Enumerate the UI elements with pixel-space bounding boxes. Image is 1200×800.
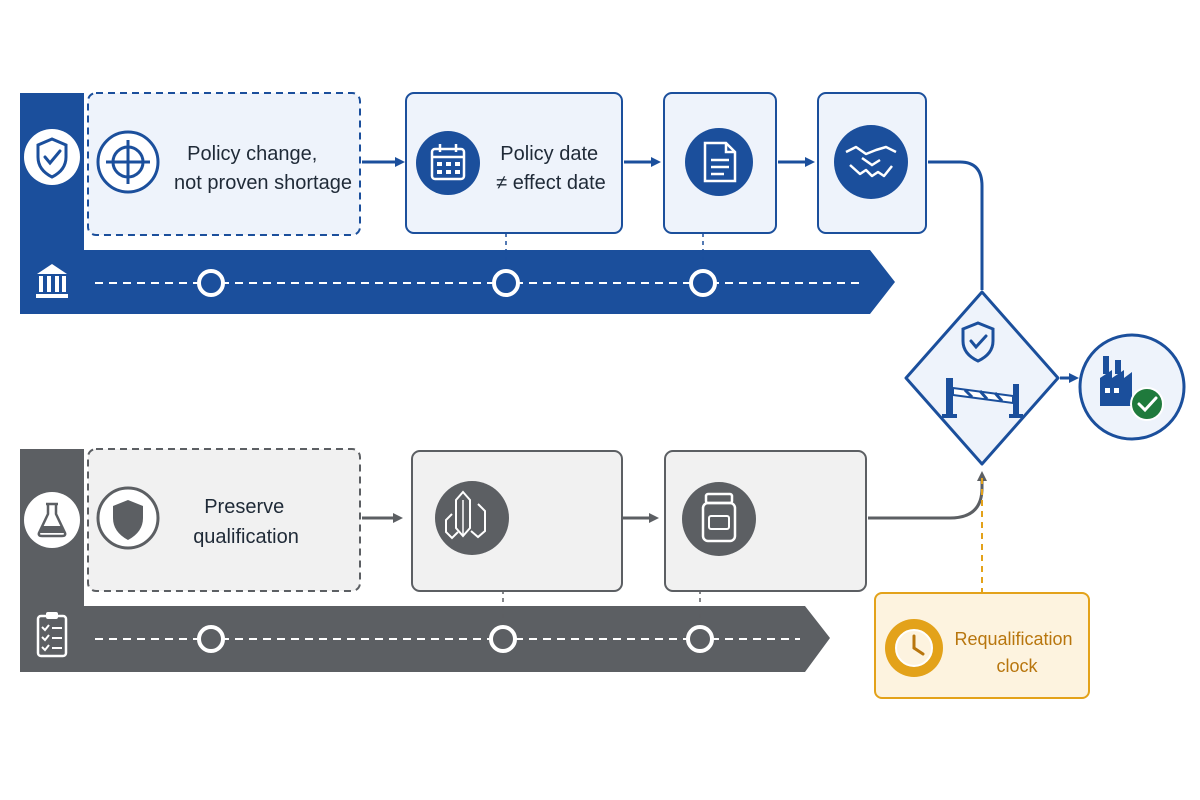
policy-lane-band xyxy=(20,93,895,314)
institution-icon xyxy=(36,264,68,298)
policy-lane: Policy change, not proven shortage xyxy=(20,92,984,314)
calendar-icon xyxy=(416,131,480,195)
policy-step-3-card xyxy=(663,92,777,234)
qualification-lane: Preserve qualification xyxy=(20,448,987,672)
shield-barrier-gate-icon xyxy=(942,321,1023,418)
flow-arrow xyxy=(928,160,984,290)
requalification-label: Requalification clock xyxy=(954,629,1077,676)
factory-check-icon xyxy=(1100,356,1164,421)
requalification-clock-card: Requalification clock xyxy=(874,592,1090,699)
clock-icon xyxy=(885,619,943,677)
timeline-node xyxy=(197,269,225,297)
clipboard-checklist-icon xyxy=(36,612,68,658)
crystal-icon xyxy=(435,481,509,555)
qualification-step-3-card xyxy=(664,450,867,592)
handshake-icon xyxy=(834,125,908,199)
policy-step-4-card xyxy=(817,92,927,234)
target-icon xyxy=(96,130,160,194)
document-icon xyxy=(685,128,753,196)
policy-step-2-card: Policy date ≠ effect date xyxy=(405,92,623,234)
jar-icon xyxy=(682,482,756,556)
flow-arrow xyxy=(868,471,987,520)
gate-diamond xyxy=(904,290,1060,466)
flask-icon xyxy=(24,492,80,548)
policy-step-2-label: Policy date ≠ effect date xyxy=(496,143,606,194)
timeline-node xyxy=(689,269,717,297)
timeline-node xyxy=(686,625,714,653)
policy-step-1-card: Policy change, not proven shortage xyxy=(87,92,361,236)
qualification-step-2-card xyxy=(411,450,623,592)
timeline-node xyxy=(492,269,520,297)
outcome-circle xyxy=(1078,333,1186,441)
qualification-step-1-card: Preserve qualification xyxy=(87,448,361,592)
qualification-lane-band xyxy=(20,449,830,672)
policy-step-1-label: Policy change, not proven shortage xyxy=(174,143,352,194)
timeline-node xyxy=(489,625,517,653)
shield-icon xyxy=(96,486,160,550)
qualification-step-1-label: Preserve qualification xyxy=(193,496,299,548)
timeline-node xyxy=(197,625,225,653)
shield-check-icon xyxy=(24,129,80,185)
